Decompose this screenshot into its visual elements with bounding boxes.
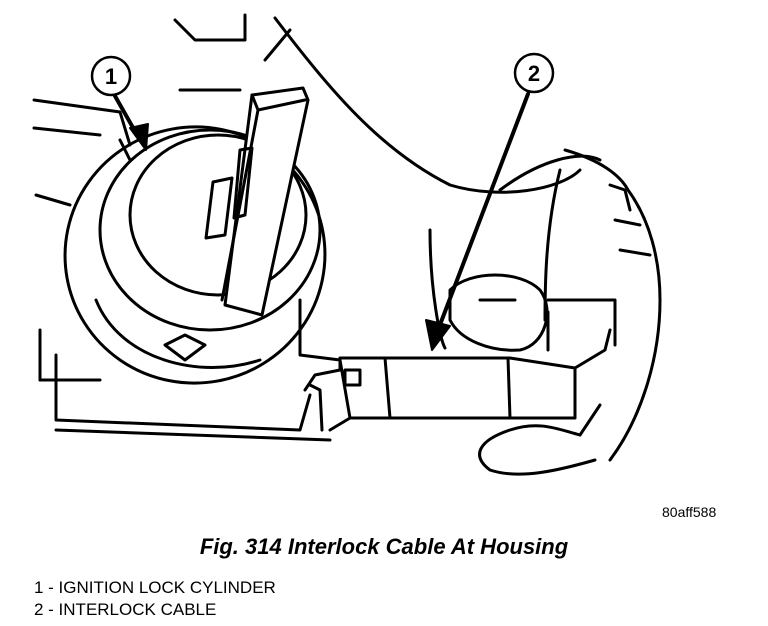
legend-item: 1 - IGNITION LOCK CYLINDER (34, 578, 276, 597)
ignition-key (204, 86, 310, 317)
figure-id-code: 80aff588 (662, 504, 717, 520)
ignition-lock-cylinder (63, 125, 327, 385)
callout-1-number: 1 (105, 64, 117, 89)
legend: 1 - IGNITION LOCK CYLINDER 2 - INTERLOCK… (34, 577, 276, 621)
legend-item: 2 - INTERLOCK CABLE (34, 600, 217, 619)
diagram-illustration: 1 2 (32, 13, 662, 476)
callout-2-marker (425, 52, 555, 351)
callout-1-marker (90, 55, 149, 151)
hand (273, 16, 662, 476)
callout-2-number: 2 (528, 61, 540, 86)
interlock-cable-connector (328, 298, 617, 432)
figure-caption: Fig. 314 Interlock Cable At Housing (199, 534, 569, 559)
column-housing-outline (32, 13, 342, 442)
